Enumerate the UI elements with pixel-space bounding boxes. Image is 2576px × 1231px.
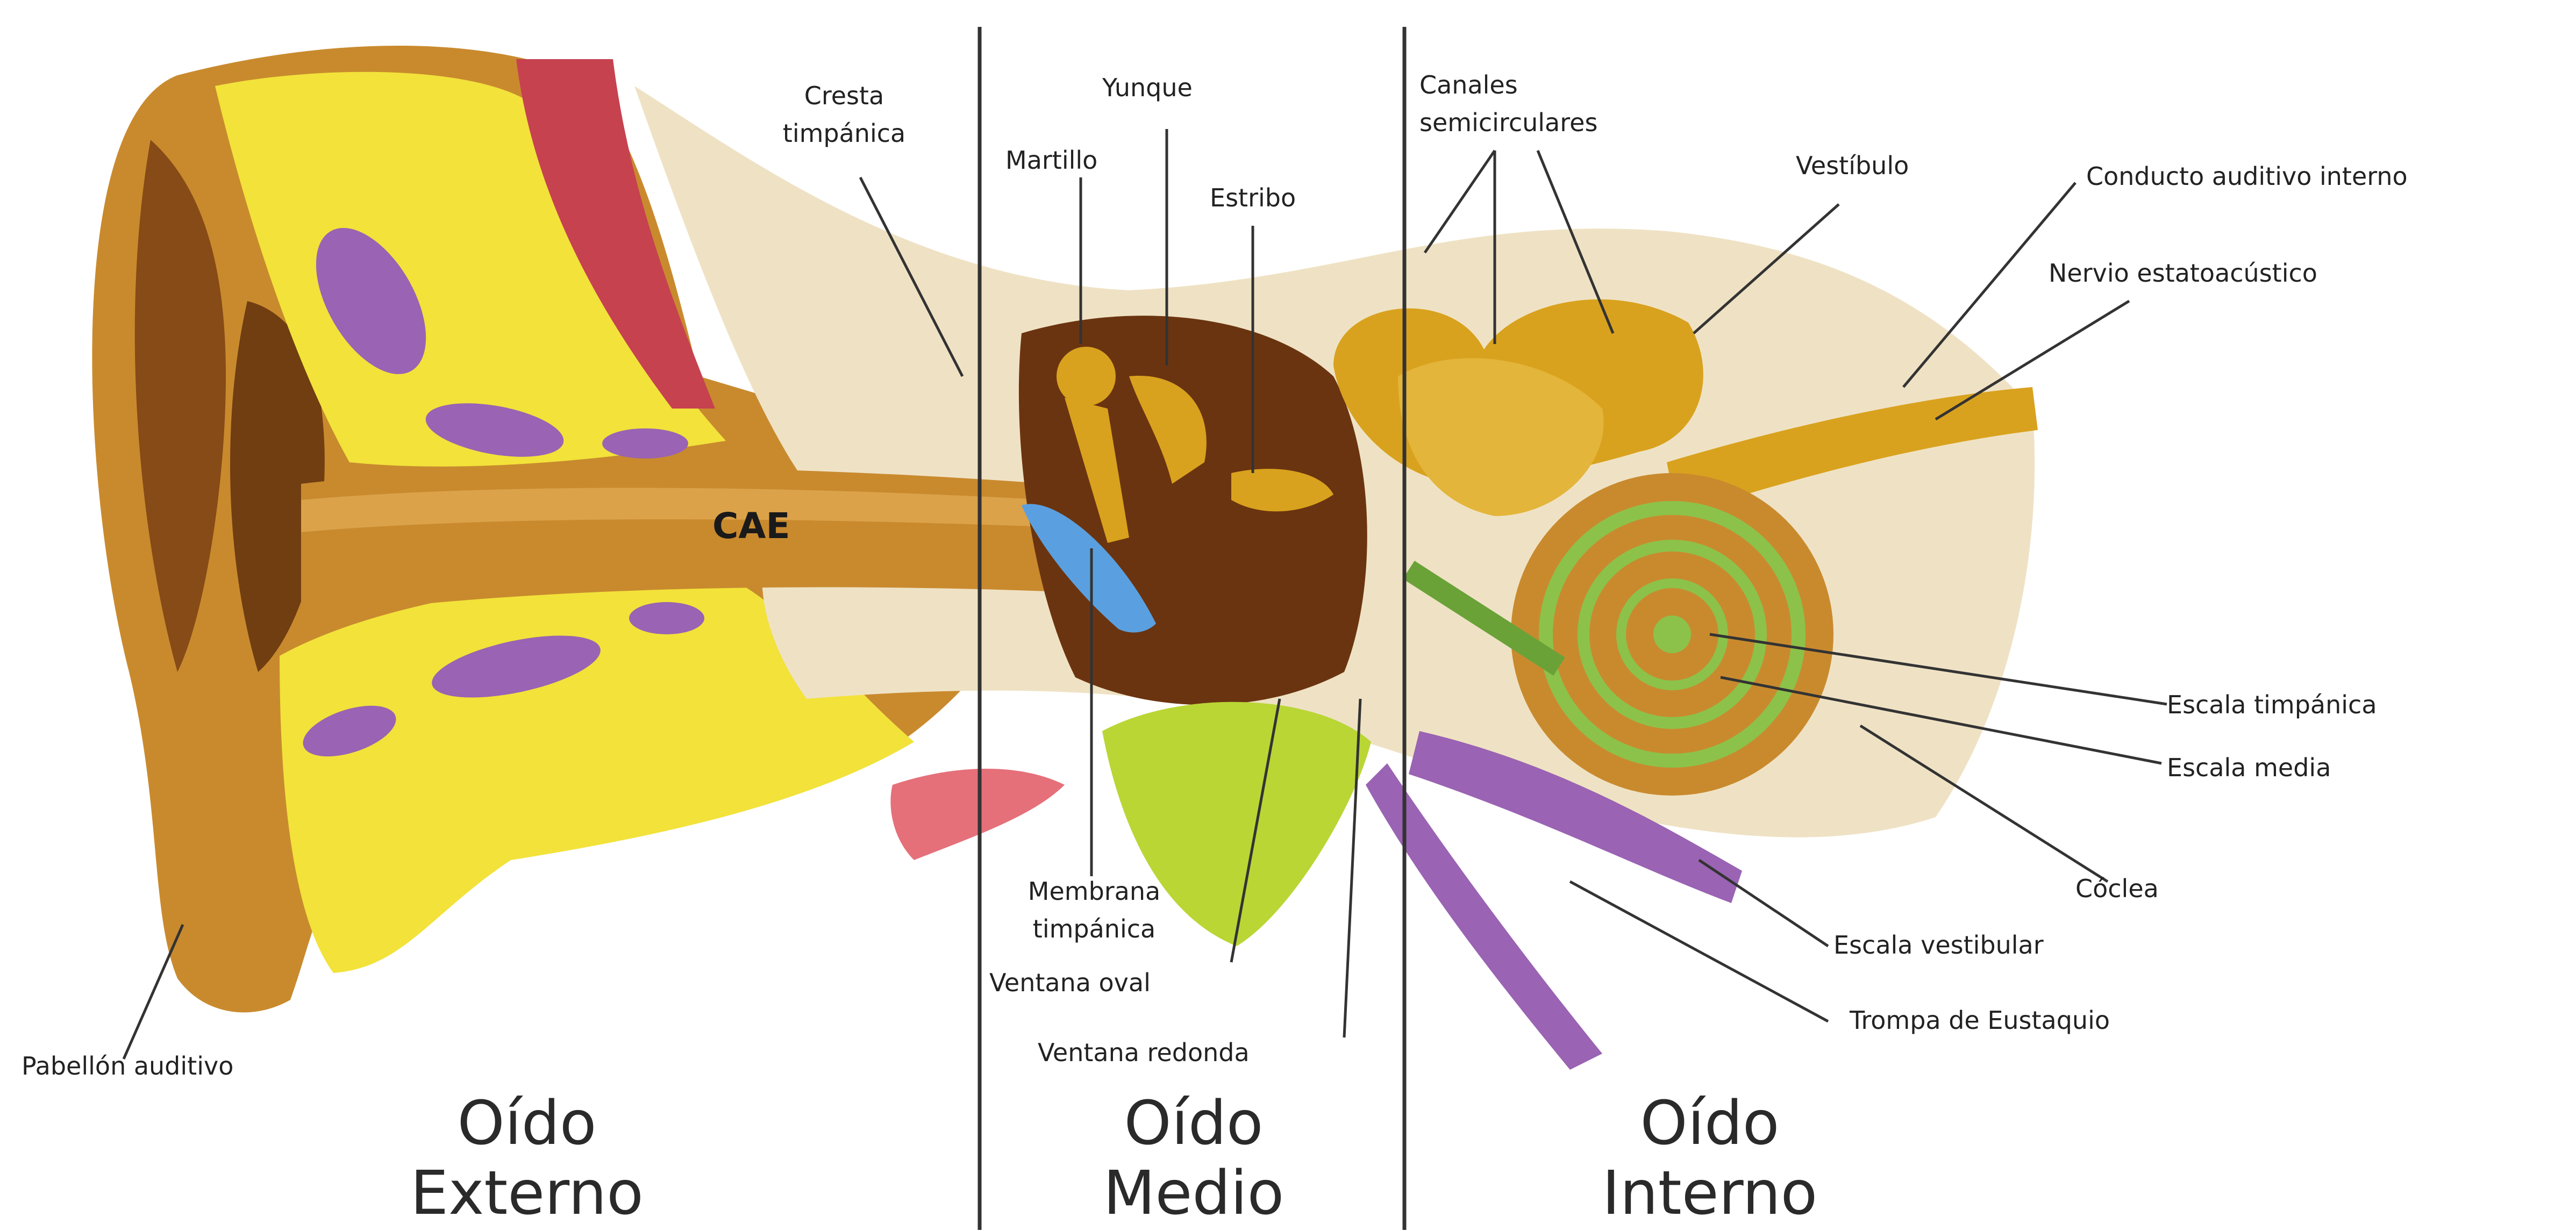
label-martillo: Martillo — [1005, 145, 1097, 175]
cartilage-lower-3 — [629, 602, 704, 634]
label-pabellon-auditivo: Pabellón auditivo — [22, 1051, 233, 1081]
label-escala-vestibular: Escala vestibular — [1833, 930, 2044, 960]
label-coclea: Cóclea — [2075, 874, 2159, 904]
section-oido-externo-2: Externo — [355, 1156, 699, 1231]
cochlea-apex — [1653, 616, 1691, 653]
label-nervio-estatoacustico: Nervio estatoacústico — [2049, 258, 2317, 288]
section-oido-medio-1: Oído — [1022, 1086, 1366, 1161]
label-escala-timpanica: Escala timpánica — [2167, 690, 2377, 720]
label-trompa-de-eustaquio: Trompa de Eustaquio — [1850, 1005, 2110, 1035]
section-oido-externo-1: Oído — [355, 1086, 699, 1161]
label-yunque: Yunque — [1102, 73, 1193, 103]
section-oido-interno-2: Interno — [1538, 1156, 1882, 1231]
label-ventana-oval: Ventana oval — [989, 968, 1151, 998]
malleus-head — [1057, 347, 1116, 406]
label-canales-1: Canales — [1419, 70, 1518, 100]
pink-tissue — [890, 769, 1065, 860]
label-membrana-timpanica-1: Membrana — [1005, 876, 1183, 906]
label-cresta-timpanica-1: Cresta — [742, 81, 946, 111]
cartilage-upper-3 — [602, 428, 688, 459]
section-oido-interno-1: Oído — [1538, 1086, 1882, 1161]
section-oido-medio-2: Medio — [1022, 1156, 1366, 1231]
label-cresta-timpanica-2: timpánica — [742, 118, 946, 148]
label-canales-2: semicirculares — [1419, 108, 1597, 138]
eustachian-opening — [1102, 702, 1371, 946]
label-cae: CAE — [712, 505, 790, 547]
label-escala-media: Escala media — [2167, 753, 2331, 783]
label-membrana-timpanica-2: timpánica — [1005, 914, 1183, 944]
label-vestibulo: Vestíbulo — [1796, 151, 1909, 181]
label-estribo: Estribo — [1210, 183, 1296, 213]
label-conducto-auditivo-interno: Conducto auditivo interno — [2086, 161, 2408, 191]
label-ventana-redonda: Ventana redonda — [1038, 1037, 1250, 1068]
